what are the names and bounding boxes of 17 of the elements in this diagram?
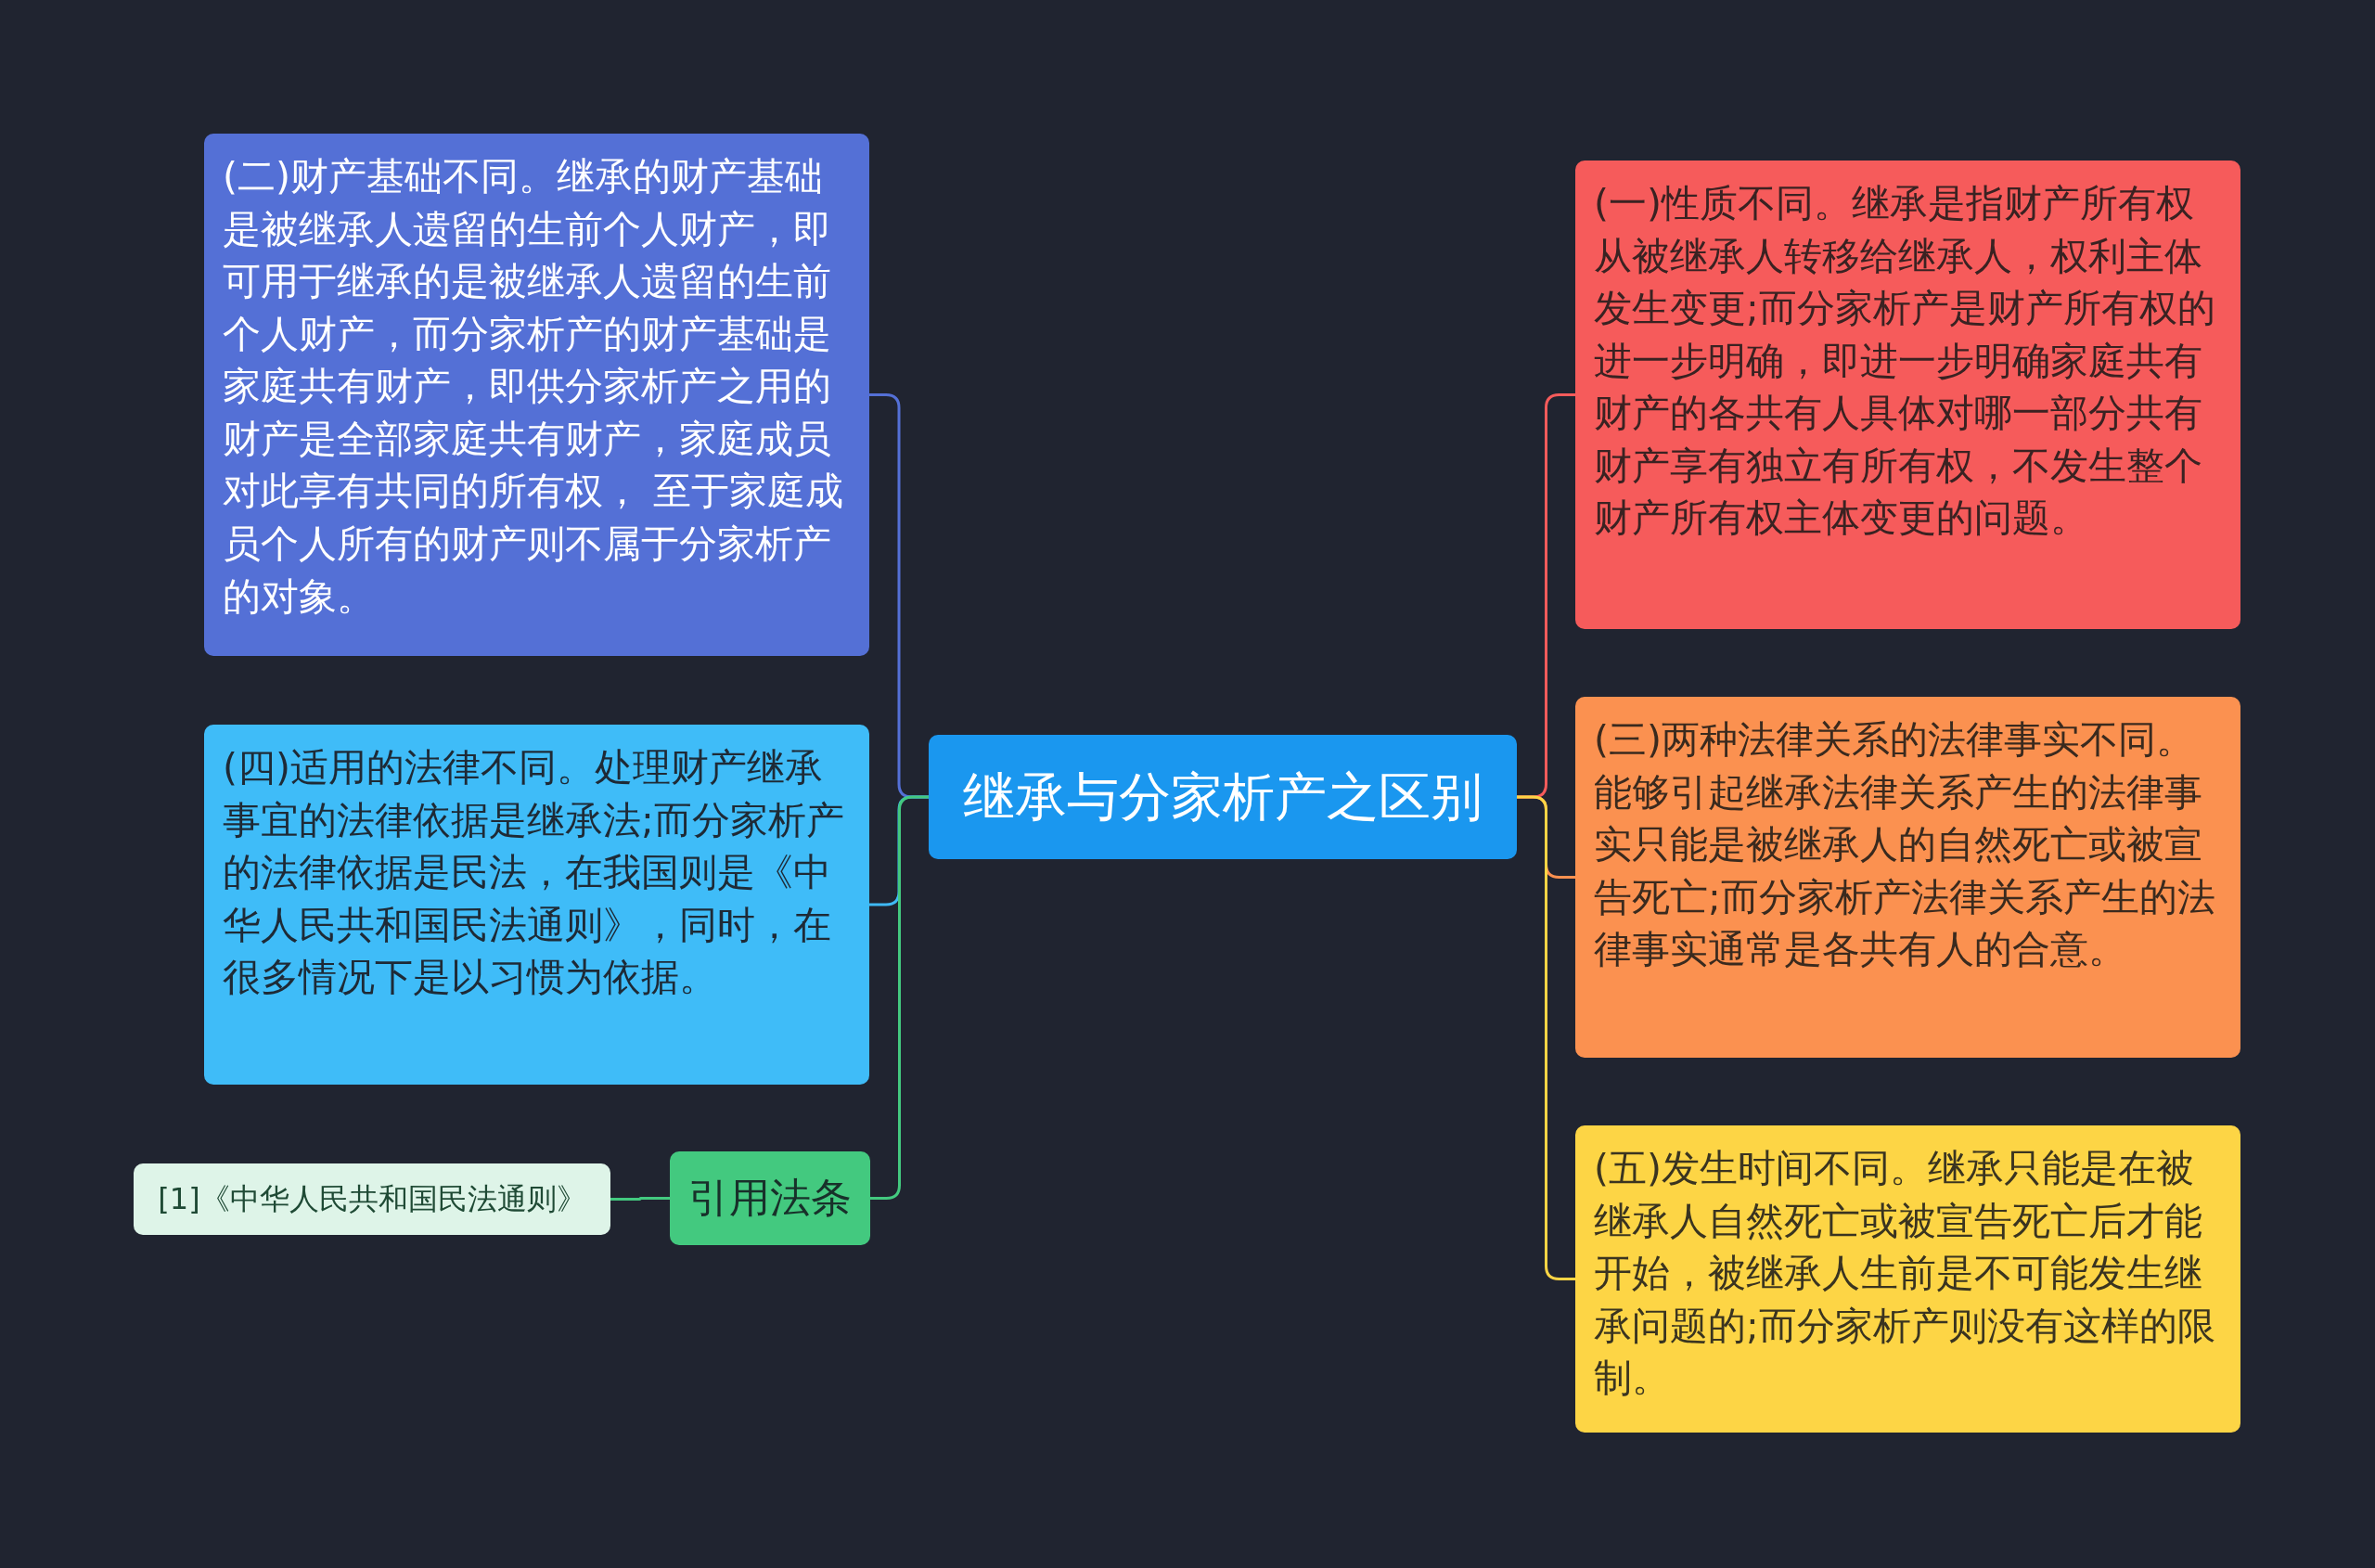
citation-box — [134, 1163, 610, 1235]
node-text: [1]《中华人民共和国民法通则》 — [158, 1180, 586, 1219]
branch-box — [1575, 161, 2240, 629]
branch-box — [204, 725, 869, 1085]
branch-box — [1575, 697, 2240, 1058]
node-text: 继承与分家析产之区别 — [963, 765, 1483, 829]
node-text: (四)适用的法律不同。处理财产继承事宜的法律依据是继承法;而分家析产的法律依据是民法，在我国则是《中华人民共和国民法通则》，同时，在很多情况下是以习惯为依据。 — [223, 744, 845, 1002]
node-text: (二)财产基础不同。继承的财产基础是被继承人遗留的生前个人财产，即可用于继承的是被继承人遗留的生前个人财产，而分家析产的财产基础是家庭共有财产，即供分家析产之用的财产是全部家庭共有财产，家庭成员对此享有共同的所有权， 至于家庭成员个人所有的财产则不属于分家析产的对象。 — [223, 153, 845, 621]
node-text: (五)发生时间不同。继承只能是在被继承人自然死亡或被宣告死亡后才能开始，被继承人生前是不可能发生继承问题的;而分家析产则没有这样的限制。 — [1594, 1145, 2216, 1403]
node-text: (三)两种法律关系的法律事实不同。能够引起继承法律关系产生的法律事实只能是被继承人的自然死亡或被宣告死亡;而分家析产法律关系产生的法律事实通常是各共有人的合意。 — [1594, 716, 2216, 974]
branch-box — [1575, 1125, 2240, 1433]
node-text: 引用法条 — [688, 1173, 852, 1224]
branch-box — [670, 1151, 870, 1245]
node-text: (一)性质不同。继承是指财产所有权从被继承人转移给继承人，权利主体发生变更;而分家析产是财产所有权的进一步明确，即进一步明确家庭共有财产的各共有人具体对哪一部分共有财产享有独立有所有权，不发生整个财产所有权主体变更的问题。 — [1594, 180, 2216, 543]
connector-line — [610, 1197, 670, 1201]
branch-box — [204, 134, 869, 656]
topic-box — [929, 735, 1517, 859]
